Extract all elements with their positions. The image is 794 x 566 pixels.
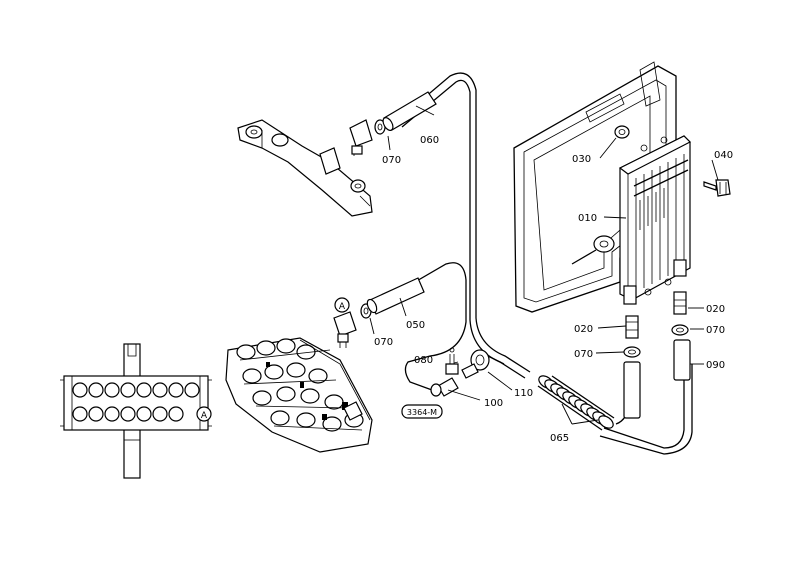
label-100: 100 — [484, 398, 503, 409]
label-070-right: 070 — [706, 325, 725, 336]
fitting-100 — [430, 363, 479, 397]
label-050: 050 — [406, 320, 425, 331]
callout-a-left: A — [196, 406, 212, 422]
adapter-020-left — [625, 315, 639, 339]
figure-code-text: 3364-M — [407, 408, 437, 417]
frame-inner — [523, 79, 667, 303]
callout-a-top: A — [334, 297, 350, 313]
control-valve — [225, 337, 373, 453]
label-070-middle: 070 — [374, 337, 393, 348]
tee-fitting-110 — [470, 349, 505, 371]
label-070-upper: 070 — [382, 155, 401, 166]
cooler-inlet-port — [673, 259, 687, 277]
spiral-coils — [538, 375, 614, 429]
label-060: 060 — [420, 135, 439, 146]
label-070-left: 070 — [574, 349, 593, 360]
label-010: 010 — [578, 213, 597, 224]
side-view-ports — [72, 382, 200, 422]
hose-stub-left — [623, 361, 641, 419]
hose-050 — [366, 277, 425, 315]
label-080: 080 — [414, 355, 433, 366]
hose-090-route-outer — [599, 364, 693, 455]
hose-090-route — [603, 364, 685, 449]
elbow-fitting-middle — [333, 311, 357, 348]
label-110: 110 — [514, 388, 533, 399]
cooler-bolt-hole-3 — [644, 288, 652, 296]
frame-mount-hole — [599, 240, 609, 248]
nipple-080 — [445, 347, 459, 375]
hose-050-route — [383, 262, 467, 391]
spiral-guard-065 — [537, 375, 615, 431]
valve-port-a — [343, 401, 363, 421]
side-view-body — [63, 375, 209, 431]
label-020-right: 020 — [706, 304, 725, 315]
label-020-left: 020 — [574, 324, 593, 335]
bushing-030 — [614, 125, 630, 139]
o-ring-070-left — [623, 346, 641, 358]
part-labels: 030 040 010 020 020 070 070 090 060 070 … — [374, 135, 733, 444]
frame-rail — [585, 93, 625, 123]
cooler-outlet-port — [623, 285, 637, 305]
frame-bracket — [639, 61, 661, 107]
hose-060-route — [397, 72, 531, 373]
label-065: 065 — [550, 433, 569, 444]
frame-stay — [571, 249, 597, 265]
cooler-fins — [633, 154, 689, 292]
callout-a-left-text: A — [201, 411, 208, 421]
label-030: 030 — [572, 154, 591, 165]
cooler-bolt-hole-4 — [664, 278, 672, 286]
cooler-bolt-hole — [640, 144, 648, 152]
valve-spools — [236, 338, 364, 432]
figure-code: 3364-M — [401, 404, 443, 419]
hose-090 — [673, 339, 691, 381]
oil-cooler — [618, 135, 692, 305]
label-040: 040 — [714, 150, 733, 161]
cooler-bolt-hole-2 — [660, 136, 668, 144]
valve-shading — [239, 339, 371, 431]
frame-mount-boss — [593, 235, 615, 253]
o-ring-070-right — [671, 324, 689, 336]
elbow-fitting-upper — [349, 119, 373, 156]
bolt-040 — [703, 179, 731, 197]
hose-060 — [382, 91, 437, 131]
cooler-top — [618, 135, 692, 175]
valve-side-view — [60, 343, 212, 479]
upper-manifold-pipe — [237, 119, 373, 217]
adapter-020-right — [673, 291, 687, 315]
leader-lines — [369, 105, 719, 425]
callout-a-top-text: A — [339, 302, 346, 312]
label-090: 090 — [706, 360, 725, 371]
